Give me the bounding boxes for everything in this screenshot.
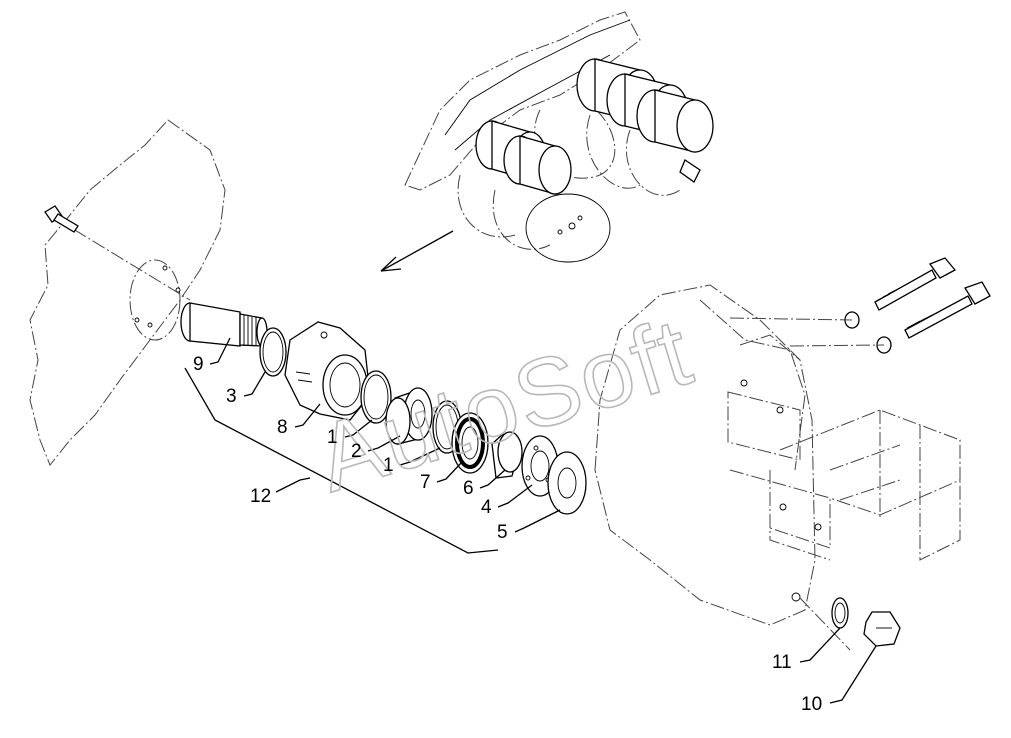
callout-9: 9 [193, 354, 204, 375]
end-cap [547, 451, 587, 515]
callout-7: 7 [420, 472, 431, 493]
sleeve [491, 431, 523, 479]
callout-1a: 1 [327, 427, 338, 448]
callout-3: 3 [226, 386, 237, 407]
callout-6: 6 [463, 478, 474, 499]
callout-2: 2 [351, 441, 362, 462]
spool-front-2 [503, 135, 572, 195]
spring-washer [831, 597, 849, 629]
seal [451, 412, 489, 474]
callout-8: 8 [277, 417, 288, 438]
callout-labels: 9 3 8 1 2 1 7 6 4 5 12 11 10 [193, 354, 822, 715]
circlip-inner [360, 370, 392, 424]
spindle [180, 302, 268, 347]
mounting-bracket [594, 284, 961, 651]
disc-blade [29, 119, 226, 466]
callout-11: 11 [772, 652, 792, 673]
bearing-inner [385, 387, 433, 445]
callout-12: 12 [250, 486, 271, 507]
hex-nut [863, 611, 901, 647]
callout-10: 10 [801, 694, 822, 715]
mounting-bolts [729, 257, 991, 354]
callout-1b: 1 [383, 455, 394, 476]
hub-housing [284, 321, 371, 421]
callout-4: 4 [481, 497, 492, 518]
disc-bolt [44, 205, 79, 233]
o-ring [259, 327, 287, 377]
leader-lines [184, 337, 877, 704]
overview-assembly [380, 11, 714, 272]
callout-5: 5 [497, 522, 508, 543]
watermark-text: AutoSoft [305, 298, 704, 513]
spool-rear-3 [636, 89, 714, 153]
direction-arrow [380, 230, 454, 272]
